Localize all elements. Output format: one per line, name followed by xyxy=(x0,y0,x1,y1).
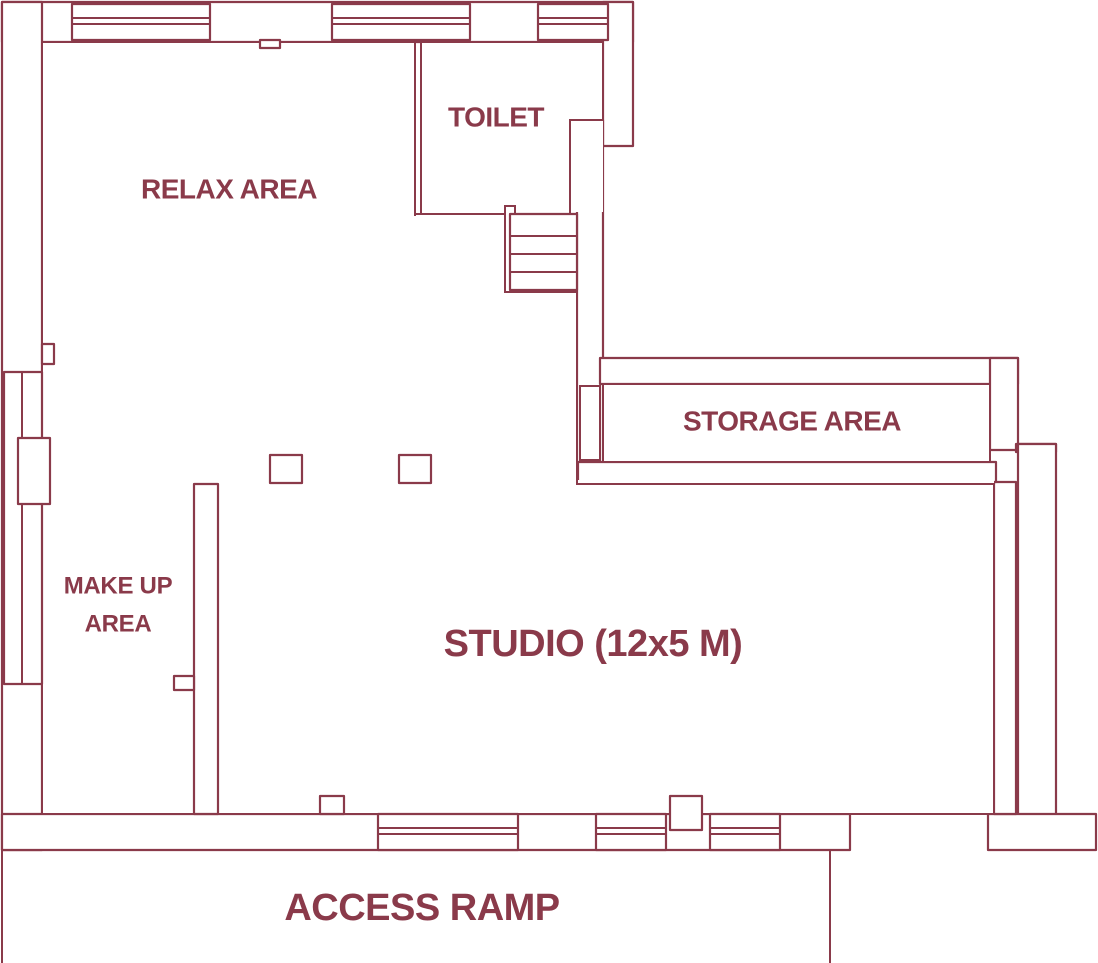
toilet-space xyxy=(421,42,603,212)
make-up-partition xyxy=(172,482,220,816)
wall-east-base xyxy=(986,812,1098,852)
label-access-ramp: ACCESS RAMP xyxy=(284,887,559,929)
label-toilet: TOILET xyxy=(448,101,544,132)
window-bottom-1 xyxy=(376,812,520,852)
window-top-2 xyxy=(330,2,472,42)
window-bottom-2 xyxy=(594,812,668,852)
windows-left xyxy=(2,342,56,686)
wall-storage-outer xyxy=(598,356,1020,386)
label-relax-area: RELAX AREA xyxy=(141,173,317,204)
room-labels: RELAX AREA TOILET STORAGE AREA MAKE UP A… xyxy=(64,101,902,929)
wall-east xyxy=(1016,442,1058,818)
column-1 xyxy=(268,453,304,485)
wall-storage-east xyxy=(988,356,1020,452)
storage-space xyxy=(603,384,990,462)
window-bottom-3 xyxy=(708,812,782,852)
column-2 xyxy=(397,453,433,485)
wall-studio-east xyxy=(992,480,1018,816)
access-ramp xyxy=(1,850,831,963)
staircase xyxy=(508,212,579,292)
storage-outline xyxy=(602,383,991,463)
window-top-3 xyxy=(536,2,610,42)
label-make-up-line2: AREA xyxy=(85,610,152,637)
columns xyxy=(268,453,433,485)
interior-spaces xyxy=(42,42,994,814)
label-make-up-line1: MAKE UP xyxy=(64,572,173,599)
label-studio: STUDIO (12x5 M) xyxy=(444,623,743,665)
partition-wall xyxy=(192,482,220,816)
wall-storage-south xyxy=(576,460,998,484)
window-top-1 xyxy=(70,2,212,42)
windows-top xyxy=(70,2,610,50)
windows-bottom xyxy=(318,794,782,852)
label-storage-area: STORAGE AREA xyxy=(683,405,901,436)
